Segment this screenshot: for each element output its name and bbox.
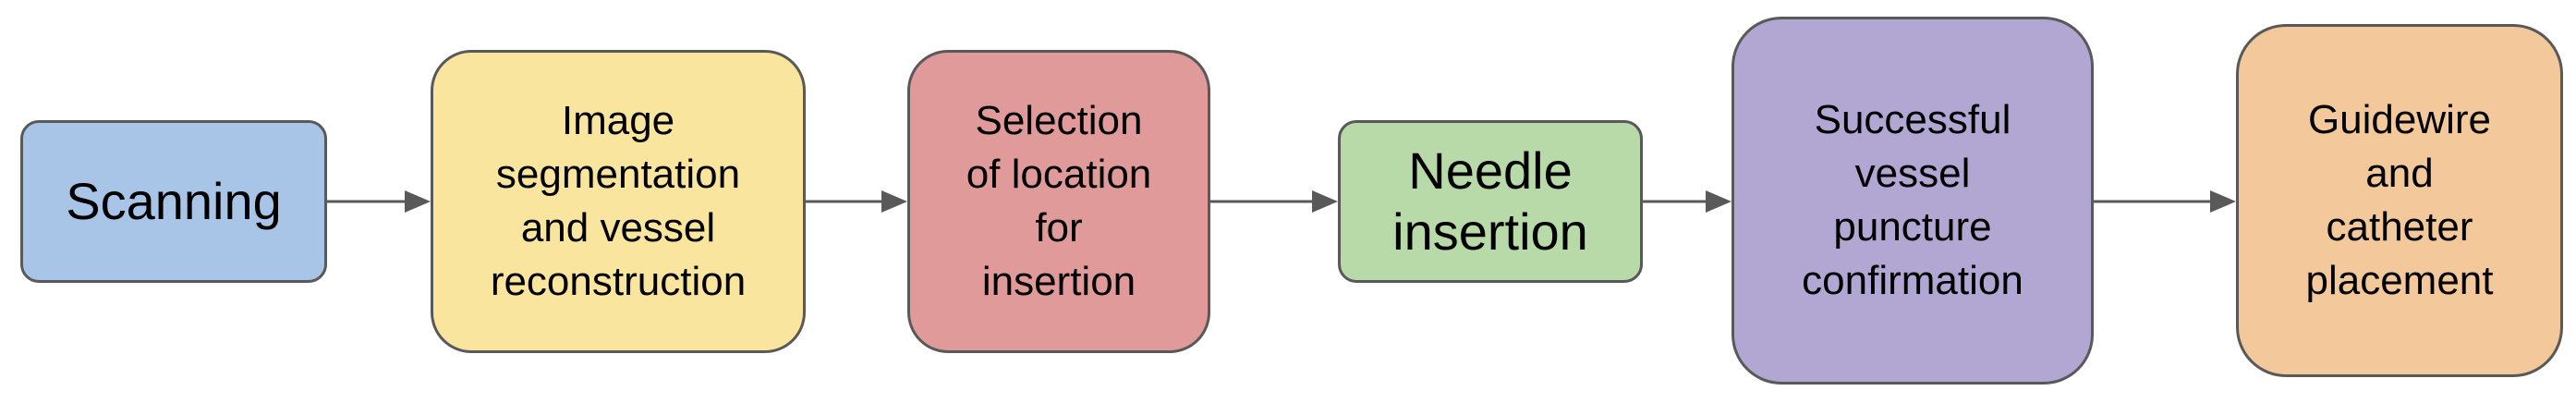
step-needle-insertion: Needle insertion	[1338, 120, 1643, 283]
step-scanning-label: Scanning	[66, 172, 282, 230]
step-guidewire-placement-label: Guidewire and catheter placement	[2305, 97, 2494, 303]
step-scanning: Scanning	[20, 120, 327, 283]
step-puncture-confirmation-label: Successful vessel puncture confirmation	[1802, 97, 2023, 303]
step-puncture-confirmation: Successful vessel puncture confirmation	[1732, 17, 2094, 385]
step-needle-insertion-label: Needle insertion	[1392, 141, 1588, 261]
step-image-segmentation: Image segmentation and vessel reconstruc…	[431, 50, 806, 353]
arrow-confirmation-to-placement	[2094, 190, 2236, 213]
step-location-selection-label: Selection of location for insertion	[966, 98, 1152, 304]
arrow-selection-to-needle	[1210, 190, 1338, 213]
arrow-scanning-to-segmentation	[327, 190, 431, 213]
step-location-selection: Selection of location for insertion	[907, 50, 1210, 353]
step-guidewire-placement: Guidewire and catheter placement	[2236, 24, 2563, 377]
step-image-segmentation-label: Image segmentation and vessel reconstruc…	[490, 98, 747, 304]
arrow-needle-to-confirmation	[1643, 190, 1732, 213]
arrow-segmentation-to-selection	[806, 190, 907, 213]
